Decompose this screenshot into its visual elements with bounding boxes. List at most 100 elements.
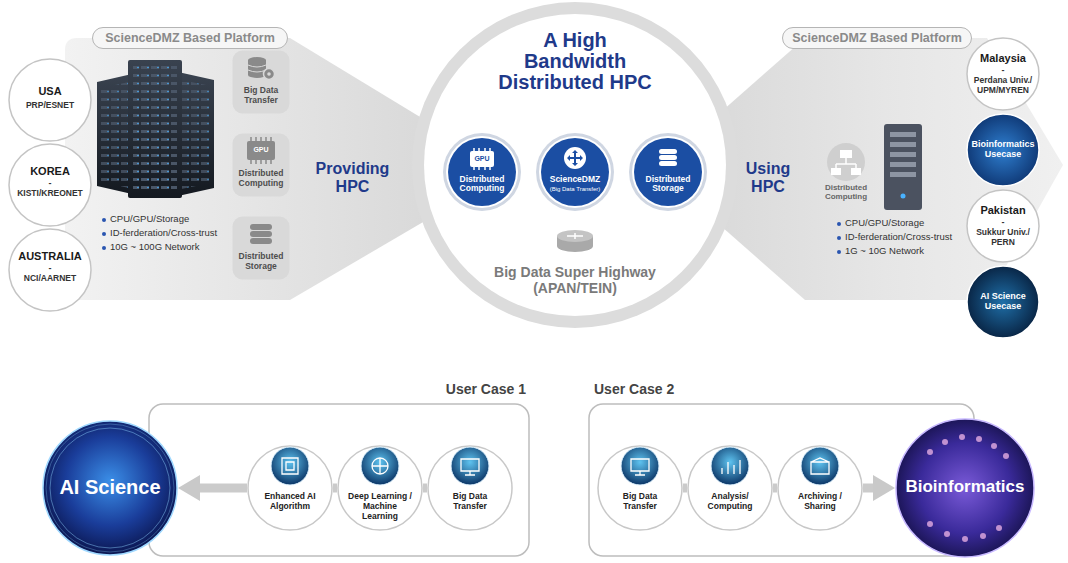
dna-dots	[980, 533, 986, 539]
node-text: Distributed Storage	[234, 252, 288, 272]
country-circle: Malaysia-Perdana Univ./ UPM/MYREN	[966, 37, 1040, 111]
server-racks	[97, 60, 214, 198]
node-outline	[443, 133, 521, 211]
node-outline	[967, 266, 1039, 338]
country-circle: KOREA-KISTI/KREONET	[8, 143, 92, 227]
text-slot: Distributed Computing	[234, 169, 288, 189]
node-text: Big Data Transfer	[440, 492, 500, 512]
panel-title: User Case 1	[430, 381, 526, 397]
node-shape	[427, 445, 513, 531]
node-outline	[9, 144, 91, 226]
node-outline	[428, 446, 512, 530]
server-racks	[181, 80, 211, 189]
step-picture	[621, 447, 659, 485]
node-text: Perdana Univ./ UPM/MYREN	[972, 76, 1034, 96]
server-tower	[890, 132, 916, 137]
router-icon	[557, 230, 593, 252]
text-slot: AUSTRALIA	[8, 250, 92, 263]
node-outline	[65, 38, 430, 300]
node-text: Big Data Transfer	[610, 492, 670, 512]
step-glyph	[282, 458, 829, 475]
dna-dots	[996, 525, 1002, 531]
text-slot: AI Science Usecase	[971, 291, 1035, 312]
node-outline	[539, 136, 611, 208]
server-tower	[890, 142, 916, 147]
network-icon	[831, 168, 841, 175]
data-transfer-icon	[264, 69, 275, 80]
node-outline	[448, 138, 516, 206]
text-slot: -	[966, 65, 1040, 75]
bullet-text: CPU/GPU/Storage	[110, 214, 245, 225]
server-racks	[133, 66, 177, 190]
service-circle: ScienceDMZ(Big Data Transfer)	[536, 133, 614, 211]
node-shape	[687, 445, 773, 531]
flow-arrow	[333, 484, 337, 493]
node-outline	[43, 421, 177, 555]
node-outline	[967, 38, 1039, 110]
flow-arrow	[683, 484, 687, 493]
dna-dots	[1003, 453, 1009, 459]
platform-header: ScienceDMZ Based Platform	[92, 27, 288, 49]
text-slot: Sukkur Univ./ PERN	[972, 228, 1034, 248]
bullet-text: CPU/GPU/Storage	[845, 218, 970, 229]
service-circle: GPU Distributed Computing	[443, 133, 521, 211]
node-outline	[446, 136, 518, 208]
node-shape	[443, 133, 521, 211]
server-racks	[97, 74, 132, 194]
dna-dots	[944, 531, 950, 537]
storage-icon	[659, 149, 677, 166]
storage-icon	[250, 231, 272, 237]
node-outline	[9, 59, 91, 141]
text-slot: Distributed Storage	[234, 252, 288, 272]
node-text: -	[966, 217, 1040, 227]
step-circle: Enhanced AI Algorithm	[247, 445, 333, 531]
node-outline	[598, 446, 682, 530]
text-slot: Analysis/ Computing	[700, 492, 760, 512]
icon-tile: Distributed Computing	[818, 142, 874, 208]
text-slot: User Case 2	[594, 381, 704, 397]
server-racks	[128, 60, 182, 198]
node-text: (Big Data Transfer)	[536, 186, 614, 193]
usecase-circle: AI Science	[42, 420, 178, 556]
text-slot: Perdana Univ./ UPM/MYREN	[972, 76, 1034, 96]
text-slot: Big Data Transfer	[234, 86, 288, 106]
step-circle: Deep Learning / Machine Learning	[337, 445, 423, 531]
use-case-panel: User Case 1Enhanced AI AlgorithmDeep Lea…	[148, 403, 530, 557]
node-text: AI Science	[42, 476, 178, 499]
text-slot: Big Data Super Highway (APAN/TEIN)	[475, 264, 675, 296]
step-glyph	[282, 458, 298, 474]
step-glyph	[722, 460, 740, 474]
transfer-icon	[564, 147, 586, 169]
node-text: PRP/ESNET	[8, 101, 92, 111]
node-text: KISTI/KREONET	[14, 189, 86, 199]
flow-arrow	[863, 484, 873, 493]
chip-label: GPU	[443, 155, 521, 163]
text-slot: -	[8, 263, 92, 273]
usecase-circle: AI Science Usecase	[966, 265, 1040, 339]
step-picture	[711, 447, 749, 485]
step-circle: Archiving / Sharing	[777, 445, 863, 531]
node-outline	[233, 217, 290, 280]
icon-tile: GPU Distributed Computing	[232, 133, 290, 197]
transfer-icon	[564, 147, 586, 169]
text-slot: Bioinformatics Usecase	[968, 139, 1038, 160]
flow-label: Providing HPC	[310, 160, 395, 197]
text-slot: Using HPC	[742, 160, 794, 197]
icon-tile: Distributed Storage	[232, 216, 290, 280]
text-slot: Deep Learning / Machine Learning	[344, 492, 416, 521]
country-circle: AUSTRALIA-NCI/AARNET	[8, 228, 92, 312]
dna-dots	[962, 536, 968, 542]
dna-dots	[991, 443, 997, 449]
node-text: Distributed Computing	[450, 175, 514, 194]
platform-header: ScienceDMZ Based Platform	[782, 27, 972, 49]
node-text: Malaysia	[966, 52, 1040, 65]
usecase-circle: Bioinformatics Usecase	[966, 113, 1040, 187]
text-slot: GPU	[232, 146, 290, 154]
text-slot: ScienceDMZ Based Platform	[92, 27, 288, 49]
text-slot: ScienceDMZ	[536, 175, 614, 185]
dna-dots	[927, 449, 933, 455]
bullet-text: ID-ferderation/Cross-trust	[845, 232, 970, 243]
dna-dots	[927, 521, 933, 527]
step-glyph	[811, 458, 829, 474]
bullet-text: ID-ferderation/Cross-trust	[110, 228, 245, 239]
